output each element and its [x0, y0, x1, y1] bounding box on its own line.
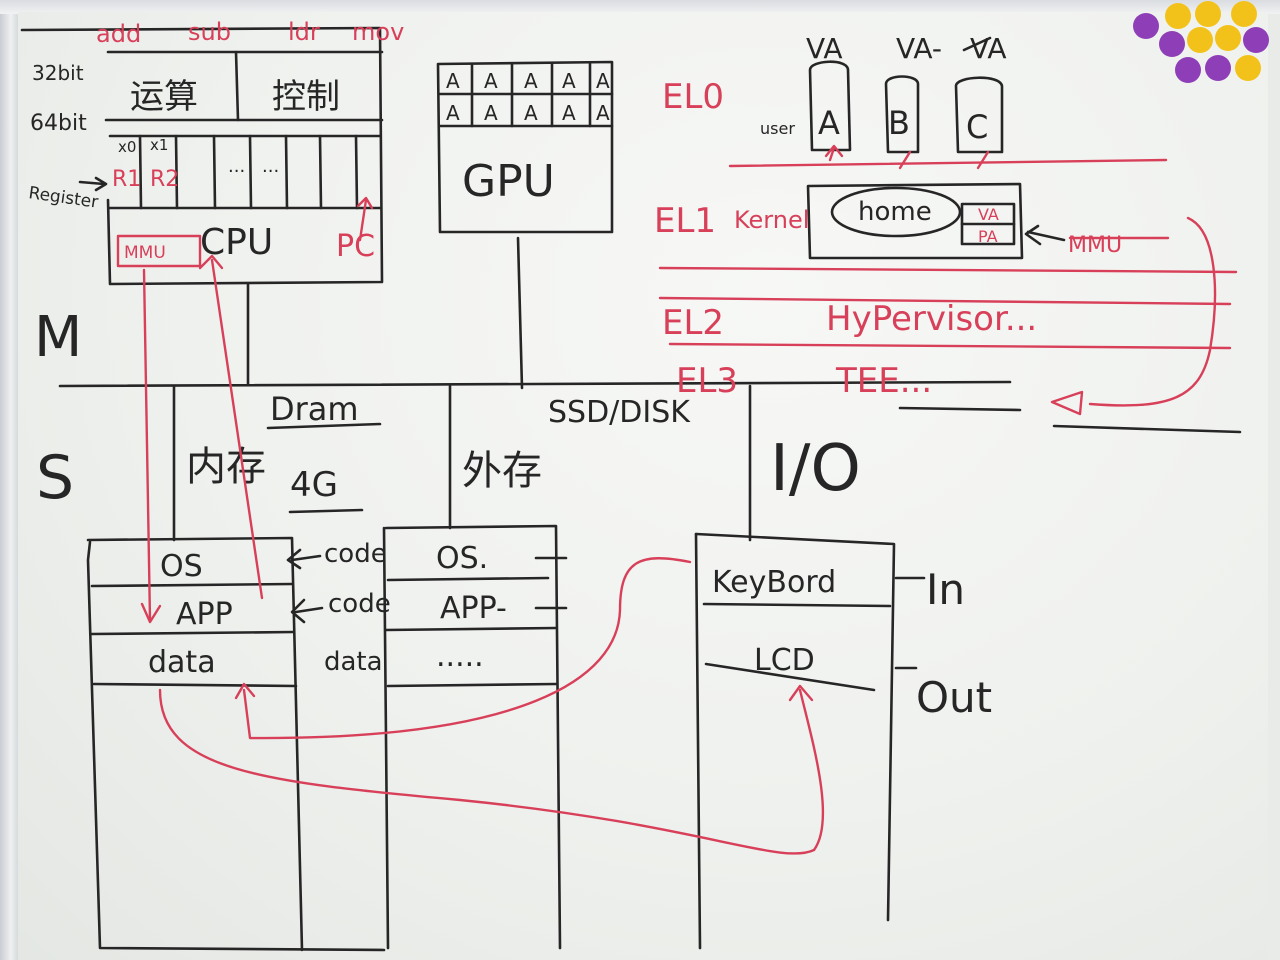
- gpu-title: GPU: [462, 156, 555, 207]
- board-frame-left: [0, 0, 18, 960]
- gpu-cell-8: A: [524, 101, 538, 125]
- memory-stack: OS APP data: [86, 536, 386, 952]
- io-keyboard: KeyBord: [712, 565, 836, 600]
- gpu-cell-10: A: [596, 101, 610, 125]
- memory-os: OS: [160, 549, 203, 584]
- magnet-1: [1133, 13, 1159, 39]
- gpu-cell-2: A: [484, 69, 498, 93]
- magnet-9: [1175, 57, 1201, 83]
- instr-add: add: [96, 20, 141, 48]
- label-memory-cn: 内存: [186, 444, 266, 490]
- el2-text: HyPervisor...: [826, 299, 1037, 339]
- cpu-reg-r1: R1: [112, 167, 141, 192]
- cpu-mmu-label: MMU: [124, 243, 166, 263]
- user-label: user: [760, 119, 795, 138]
- magnet-11: [1235, 55, 1261, 81]
- cpu-reg-r2: R2: [150, 167, 179, 192]
- disk-stack: OS. APP- .....: [382, 524, 568, 950]
- cpu-unit-alu: 运算: [130, 77, 198, 117]
- kernel-home: home: [858, 197, 932, 227]
- app-b: B: [888, 104, 910, 142]
- flow-data-to-lcd: [158, 688, 825, 855]
- board-surface: [18, 12, 1268, 960]
- el1-label: EL1: [654, 201, 716, 241]
- gpu-cell-5: A: [596, 69, 610, 93]
- io-out: Out: [916, 673, 992, 722]
- kernel-pa: PA: [978, 227, 998, 246]
- cpu-reg-x0: x0: [118, 138, 136, 156]
- cpu-pc-label: PC: [336, 229, 375, 264]
- transfer-labels: code code data: [286, 539, 391, 677]
- gpu-cell-9: A: [562, 101, 576, 125]
- flow-keyboard-to-data: [242, 557, 692, 740]
- io-stack: KeyBord LCD In Out: [694, 532, 992, 950]
- flow-arrows: [140, 254, 825, 855]
- magnet-10: [1205, 55, 1231, 81]
- label-memory-size: 4G: [290, 465, 338, 505]
- disk-dots: .....: [436, 639, 484, 674]
- label-64bit: 64bit: [30, 111, 87, 136]
- instr-mov: mov: [352, 18, 404, 46]
- gpu-cell-7: A: [484, 101, 498, 125]
- cpu-reg-dots-2: ...: [262, 156, 279, 177]
- el0-label: EL0: [662, 77, 724, 117]
- gpu-cell-6: A: [446, 101, 460, 125]
- system-bus: M S Dram 内存 4G SSD/DISK 外存 I/O: [34, 236, 1012, 542]
- transfer-data: data: [324, 647, 383, 677]
- el3-label: EL3: [676, 361, 738, 401]
- magnet-4: [1231, 1, 1257, 27]
- privilege-levels: VA VA- VA EL0 user A B C EL1 Kernel home: [654, 32, 1242, 434]
- el3-text: TEE...: [835, 361, 932, 401]
- kernel-label: Kernel: [734, 206, 809, 234]
- instr-ldr: ldr: [288, 18, 320, 46]
- va-header-2: VA-: [896, 32, 942, 65]
- gpu-cell-1: A: [446, 69, 460, 93]
- magnet-5: [1159, 31, 1185, 57]
- instr-sub: sub: [188, 18, 231, 46]
- label-io: I/O: [770, 432, 861, 506]
- label-register: Register: [27, 183, 99, 213]
- cpu-mmu-box: [116, 234, 202, 268]
- app-a: A: [818, 104, 840, 142]
- gpu-block: A A A A A A A A A A GPU: [436, 60, 614, 234]
- magnet-7: [1215, 25, 1241, 51]
- cpu-unit-control: 控制: [272, 77, 340, 117]
- label-s: S: [36, 443, 74, 513]
- memory-data: data: [148, 645, 216, 680]
- magnet-6: [1187, 27, 1213, 53]
- kernel-va: VA: [978, 205, 999, 224]
- memory-app: APP: [176, 597, 233, 632]
- label-32bit: 32bit: [32, 61, 84, 85]
- flow-app-to-cpu: [210, 258, 264, 600]
- magnet-3: [1195, 1, 1221, 27]
- flow-mmu-to-app: [142, 268, 152, 622]
- cpu-reg-x1: x1: [150, 136, 168, 154]
- va-header-1: VA: [806, 32, 843, 65]
- transfer-code-1: code: [324, 539, 387, 569]
- label-storage-cn: 外存: [462, 448, 542, 494]
- gpu-cell-3: A: [524, 69, 538, 93]
- app-c: C: [966, 108, 988, 146]
- io-lcd: LCD: [754, 643, 815, 678]
- el2-label: EL2: [662, 303, 724, 343]
- cpu-reg-dots-1: ...: [228, 156, 245, 177]
- io-in: In: [926, 565, 965, 614]
- cpu-instructions: add sub ldr mov: [96, 18, 404, 48]
- transfer-code-2: code: [328, 589, 391, 619]
- disk-app: APP-: [440, 591, 507, 626]
- label-ssd-disk: SSD/DISK: [548, 395, 691, 430]
- magnet-8: [1243, 27, 1269, 53]
- magnets: [1133, 1, 1269, 83]
- disk-os: OS.: [436, 541, 488, 576]
- label-m: M: [34, 305, 82, 370]
- magnet-2: [1165, 3, 1191, 29]
- label-dram: Dram: [270, 390, 359, 428]
- el1-right-label: MMU: [1068, 233, 1122, 258]
- board-frame-top: [0, 0, 1280, 14]
- va-header-3: VA: [970, 32, 1007, 65]
- gpu-cell-4: A: [562, 69, 576, 93]
